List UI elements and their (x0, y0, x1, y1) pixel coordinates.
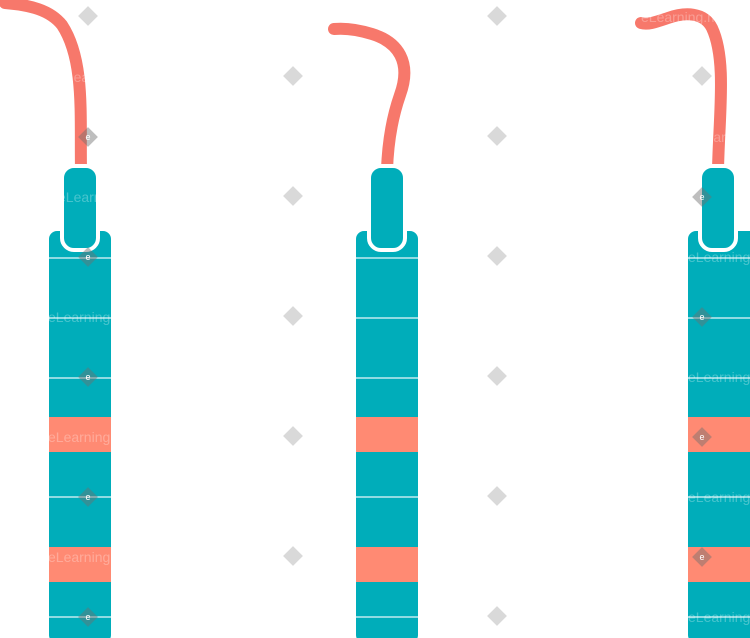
watermark-diamond-icon (283, 546, 303, 566)
watermark-badge-letter: e (85, 372, 90, 382)
watermark-badge-letter: e (85, 492, 90, 502)
grip-band (688, 417, 750, 452)
watermark-brand-text: eLearning.market (48, 309, 157, 325)
watermark-brand-text: eLearning.market (48, 549, 157, 565)
watermark-badge-icon (78, 367, 98, 387)
watermark-badge-letter: e (85, 252, 90, 262)
watermark-diamond-icon (283, 426, 303, 446)
probe-collar (367, 164, 407, 252)
watermark-brand-text: eLearning.market (688, 609, 750, 625)
watermark-badge: e (78, 367, 98, 387)
dental-probe-3 (635, 8, 750, 638)
watermark-badge: e (78, 487, 98, 507)
watermark-diamond-icon (487, 366, 507, 386)
grip-band (49, 417, 111, 452)
watermark-diamonds (78, 6, 712, 626)
probe-tip-wire (328, 22, 411, 176)
watermark-diamond-icon (487, 126, 507, 146)
watermark-diamond-icon (78, 6, 98, 26)
watermark-diamond-icon (692, 66, 712, 86)
watermark-badge-icon (78, 487, 98, 507)
watermark-badge-letter: e (699, 312, 704, 322)
probe-collar (698, 164, 738, 252)
probe-tip-wire (0, 0, 87, 176)
watermark-brand-text: eLearning.market (688, 369, 750, 385)
watermark-badge-icon (692, 307, 712, 327)
watermark-badge-letter: e (699, 192, 704, 202)
watermark-diamond-icon (487, 246, 507, 266)
watermark-diamond-icon (283, 66, 303, 86)
watermark-badge-letter: e (699, 432, 704, 442)
watermark-badge-letter: e (699, 552, 704, 562)
dental-probe-1 (0, 0, 111, 638)
dental-probe-2 (328, 22, 418, 638)
watermark-diamond-icon (487, 606, 507, 626)
watermark-badge: e (78, 247, 98, 267)
watermark-badge-icon (692, 427, 712, 447)
watermark-brand-text: eLearning.market (58, 189, 167, 205)
handle-grooves (688, 257, 750, 618)
watermark-brand-text: eLearning.market (690, 129, 750, 145)
watermark-badge-letter: e (85, 612, 90, 622)
watermark-overlay: eLearning.market eLearning.market eLearn… (48, 9, 750, 625)
watermark-diamond-icon (487, 6, 507, 26)
watermark-brand-text: eLearning.market (688, 249, 750, 265)
watermark-badge-icon (692, 547, 712, 567)
watermark-badge: e (692, 427, 712, 447)
watermark-badge-letter: e (85, 132, 90, 142)
grip-band (49, 547, 111, 582)
watermark-badges: e e e e e e e (78, 127, 712, 627)
watermark-brand-text: eLearning.market (48, 429, 157, 445)
watermark-brand-text: eLearning.market (58, 69, 167, 85)
watermark-badge: e (78, 127, 98, 147)
watermark-badge-icon (78, 127, 98, 147)
watermark-diamond-icon (487, 486, 507, 506)
watermark-badge: e (692, 547, 712, 567)
grip-band (356, 417, 418, 452)
watermark-layer (78, 6, 712, 626)
watermark-diamond-icon (283, 306, 303, 326)
probe-tip-wire (635, 8, 728, 176)
watermark-badge-icon (78, 247, 98, 267)
watermark-badge: e (692, 307, 712, 327)
probe-collar (60, 164, 100, 252)
handle-grooves (49, 257, 111, 618)
watermark-brand-text: eLearning.market (641, 9, 750, 25)
watermark-diamond-icon (283, 186, 303, 206)
watermark-brand-text: eLearning.market (688, 489, 750, 505)
handle-grooves (356, 257, 418, 618)
grip-band (356, 547, 418, 582)
grip-band (688, 547, 750, 582)
